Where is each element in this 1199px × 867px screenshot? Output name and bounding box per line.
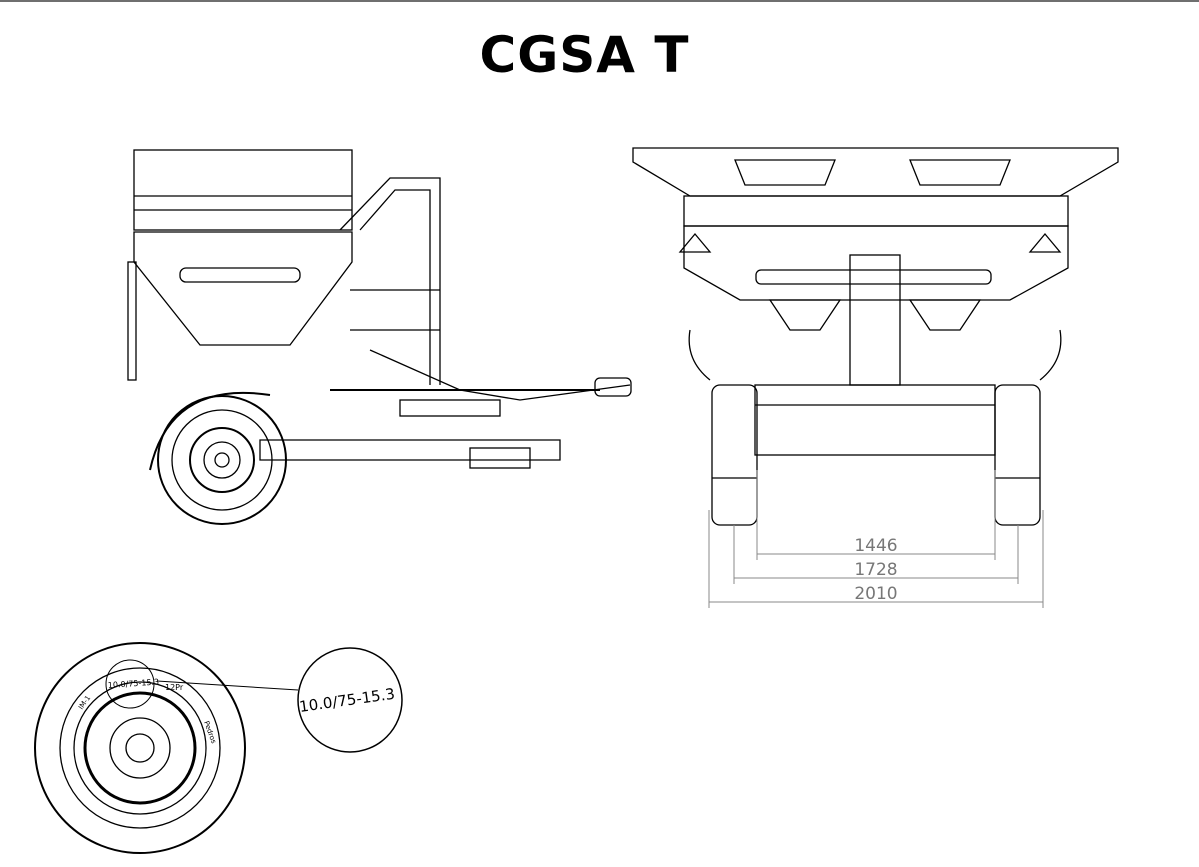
axle-frame	[754, 384, 996, 456]
ladder	[849, 254, 901, 386]
drawbar	[259, 439, 561, 461]
pto-shaft	[369, 349, 631, 401]
hopper-top	[133, 149, 353, 231]
tire-detail	[34, 642, 403, 854]
side-view	[127, 149, 632, 525]
dimension-1446: 1446	[854, 536, 897, 556]
dimension-lines	[708, 470, 1044, 608]
mudguard	[149, 391, 271, 471]
ladder-frame	[339, 177, 441, 385]
side-wheel	[157, 395, 287, 525]
magnified-circle	[297, 647, 403, 753]
magnified-tire-size: 10.0/75-15.3	[298, 685, 396, 716]
right-wheel	[994, 384, 1041, 526]
tire-ply-label: 12Pr	[165, 683, 184, 692]
page-title: CGSA T	[479, 26, 690, 84]
left-wheel	[711, 384, 758, 526]
rear-view	[632, 147, 1119, 526]
tire-size-label: 10.0/75-15.3	[108, 677, 160, 690]
hopper-body	[133, 231, 353, 346]
hopper-extension	[632, 147, 1119, 197]
hopper-rim	[683, 195, 1069, 227]
top-border	[0, 0, 1199, 2]
dimension-1728: 1728	[854, 560, 897, 580]
dimension-2010: 2010	[854, 584, 897, 604]
